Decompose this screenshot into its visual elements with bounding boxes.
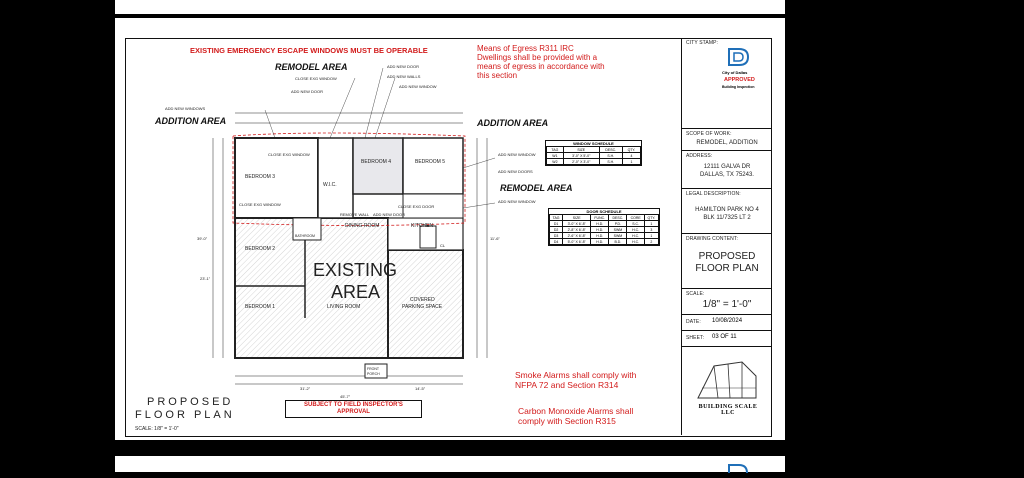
drawing-content-cell: DRAWING CONTENT: PROPOSED FLOOR PLAN (682, 233, 772, 289)
room-front-porch-1: FRONT (367, 367, 380, 371)
scope-cell: SCOPE OF WORK: REMODEL, ADDITION (682, 128, 772, 151)
sheet-border (125, 38, 772, 437)
dim-5: 11'-6" (490, 236, 500, 241)
callout-remove-wall: REMOVE WALL (340, 212, 370, 217)
room-bedroom3: BEDROOM 3 (245, 174, 275, 180)
company-name: BUILDING SCALE LLC (698, 404, 758, 416)
callout-add-new-door-2: ADD NEW DOOR (291, 89, 323, 94)
egress-windows-note: EXISTING EMERGENCY ESCAPE WINDOWS MUST B… (190, 46, 428, 55)
plan-title: PROPOSED FLOOR PLAN (135, 396, 235, 421)
callout-close-exg-window: CLOSE EXG WINDOW (295, 76, 337, 81)
addition-area-right: ADDITION AREA (476, 118, 548, 128)
dim-overall: 45'-7" (340, 394, 351, 399)
next-page-edge (115, 456, 785, 474)
room-bedroom5: BEDROOM 5 (415, 159, 445, 165)
date-cell: DATE: 10/08/2024 (682, 314, 772, 331)
room-kitchen: KITCHEN (411, 223, 433, 229)
dallas-logo-icon (726, 46, 752, 68)
room-closet: CL (440, 243, 446, 248)
callout-add-new-doors-r: ADD NEW DOORS (498, 169, 533, 174)
callout-add-new-window: ADD NEW WINDOW (399, 84, 437, 89)
address-cell: ADDRESS: 12111 GALVA DR DALLAS, TX 75243… (682, 150, 772, 189)
room-dining: DINING ROOM (345, 223, 379, 229)
plan-scale: SCALE: 1/8" = 1'-0" (135, 426, 179, 432)
room-covered-1: COVERED (410, 297, 435, 303)
room-bedroom4: BEDROOM 4 (361, 159, 391, 165)
room-bedroom2: BEDROOM 2 (245, 246, 275, 252)
callout-add-new-window-r: ADD NEW WINDOW (498, 152, 536, 157)
callout-close-exg-door: CLOSE EXG DOOR (398, 204, 434, 209)
drawing-sheet: EXISTING EMERGENCY ESCAPE WINDOWS MUST B… (115, 18, 785, 440)
room-bathroom: BATHROOM (295, 234, 315, 238)
callout-add-new-door: ADD NEW DOOR (387, 64, 419, 69)
dim-2: 14'-5" (415, 386, 426, 391)
callout-close-exg-window-3: CLOSE EXG WINDOW (239, 202, 281, 207)
callout-add-new-walls: ADD NEW WALLS (387, 74, 421, 79)
inspector-approval-box: SUBJECT TO FIELD INSPECTOR'S APPROVAL (285, 400, 422, 418)
smoke-alarm-note: Smoke Alarms shall comply with NFPA 72 a… (515, 370, 637, 390)
title-block: CITY STAMP: City of Dallas APPROVED Buil… (681, 38, 772, 435)
city-stamp-cell: CITY STAMP: City of Dallas APPROVED Buil… (682, 38, 772, 129)
next-page-logo-icon (725, 460, 753, 474)
callout-add-new-door-3: ADD NEW DOOR (373, 212, 405, 217)
dim-3: 39'-0" (197, 236, 208, 241)
existing-label-1: EXISTING (313, 260, 397, 280)
building-logo-icon (694, 358, 760, 402)
remodel-area-top: REMODEL AREA (275, 62, 348, 72)
room-front-porch-2: PORCH (367, 372, 380, 376)
room-wic: W.I.C. (323, 182, 337, 188)
room-living: LIVING ROOM (327, 304, 360, 310)
callout-close-exg-window-2: CLOSE EXG WINDOW (268, 152, 310, 157)
floor-plan: BEDROOM 3 BEDROOM 4 BEDROOM 5 W.I.C. BED… (154, 62, 573, 399)
egress-note: Means of Egress R311 IRC Dwellings shall… (477, 44, 605, 80)
co-alarm-note: Carbon Monoxide Alarms shall comply with… (518, 406, 634, 426)
callout-add-new-window-r2: ADD NEW WINDOW (498, 199, 536, 204)
remodel-area-right: REMODEL AREA (500, 183, 573, 193)
callout-add-new-windows: ADD NEW WINDOWS (165, 106, 206, 111)
previous-page-edge (115, 0, 785, 14)
room-covered-2: PARKING SPACE (402, 304, 443, 310)
sheet-cell: SHEET: 03 OF 11 (682, 330, 772, 347)
addition-area-left: ADDITION AREA (154, 116, 226, 126)
existing-label-2: AREA (331, 282, 380, 302)
scale-cell: SCALE: 1/8" = 1'-0" (682, 288, 772, 315)
dim-1: 31'-2" (300, 386, 311, 391)
room-bedroom1: BEDROOM 1 (245, 304, 275, 310)
dim-4: 23'-1" (200, 276, 211, 281)
legal-cell: LEGAL DESCRIPTION: HAMILTON PARK NO 4 BL… (682, 188, 772, 234)
